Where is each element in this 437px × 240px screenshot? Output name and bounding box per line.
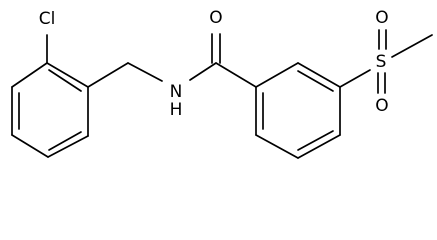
nitrogen-atom-label: N	[170, 82, 183, 102]
chlorophenyl-ring	[11, 62, 89, 158]
carbonyl-ring-bond	[215, 62, 257, 88]
sulfur-atom-label: S	[376, 52, 387, 72]
ring-ch2-bond	[87, 62, 129, 88]
benzamide-ring	[255, 62, 341, 159]
ring-s-bond	[339, 69, 371, 88]
hydrogen-atom-label: H	[170, 100, 183, 120]
sulfonyl-oxygen-lower-label: O	[375, 96, 388, 116]
s-methyl-bond	[391, 34, 433, 58]
n-carbonyl-bond	[189, 62, 217, 81]
ch2-n-bond	[127, 62, 163, 82]
carbonyl-oxygen-label: O	[209, 8, 222, 28]
chlorine-atom-label: Cl	[39, 9, 56, 29]
molecule-structure: Cl N H O S O O	[11, 8, 433, 159]
sulfonyl-oxygen-upper-label: O	[375, 8, 388, 28]
